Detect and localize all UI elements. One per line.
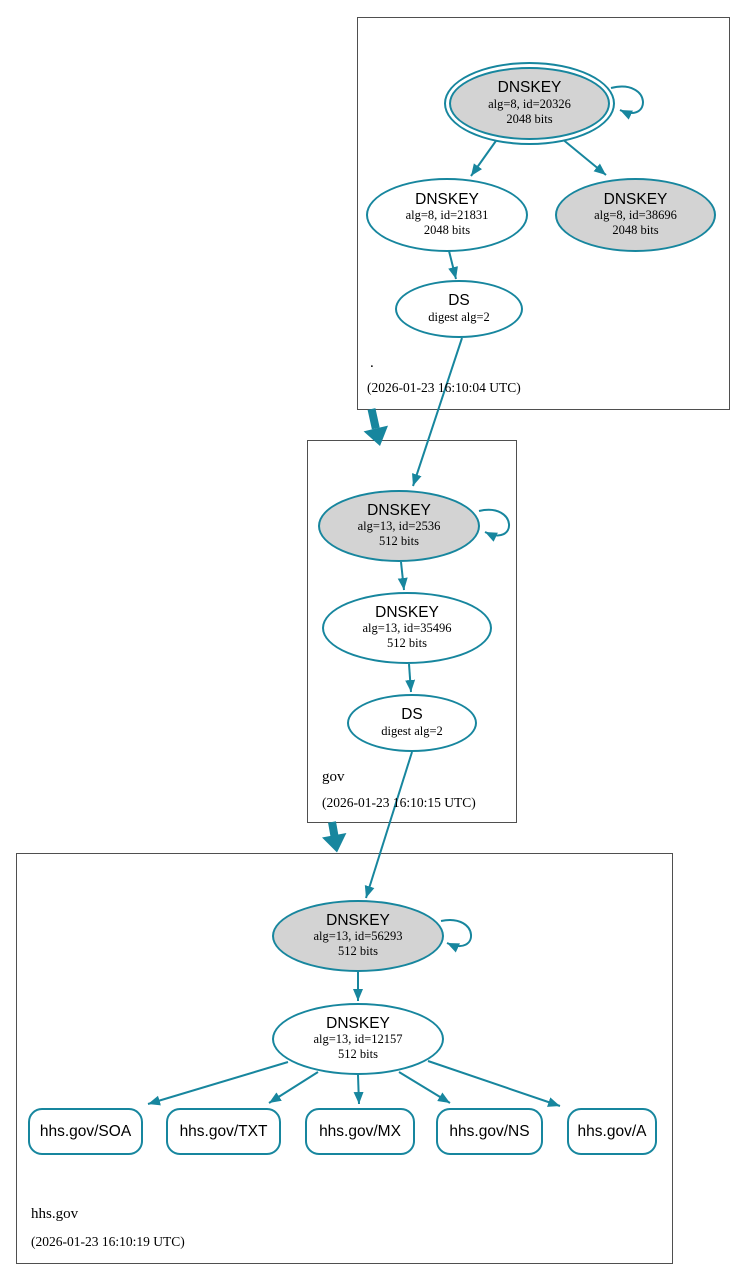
node-size: 2048 bits xyxy=(423,223,471,238)
dnskey-node-gov-zsk: DNSKEY alg=13, id=35496 512 bits xyxy=(322,592,492,664)
node-detail: digest alg=2 xyxy=(381,723,443,738)
node-title: DNSKEY xyxy=(326,1014,390,1032)
node-title: DS xyxy=(448,292,470,310)
zone-label-root: . xyxy=(370,355,374,371)
rrset-node-hhs-gov-soa: hhs.gov/SOA xyxy=(28,1108,143,1155)
zone-timestamp-hhs-gov: (2026-01-23 16:10:19 UTC) xyxy=(31,1234,185,1249)
ds-node-root: DS digest alg=2 xyxy=(395,280,523,338)
zone-label-gov: gov xyxy=(322,769,345,785)
node-title: DNSKEY xyxy=(326,911,390,929)
rrset-node-hhs-gov-txt: hhs.gov/TXT xyxy=(166,1108,281,1155)
node-size: 512 bits xyxy=(387,636,427,651)
delegation-arrow-gov-to-hhs xyxy=(322,821,347,853)
dnskey-node-root-zsk: DNSKEY alg=8, id=21831 2048 bits xyxy=(366,178,528,252)
node-size: 512 bits xyxy=(379,534,419,549)
zone-timestamp-gov: (2026-01-23 16:10:15 UTC) xyxy=(322,795,476,810)
node-detail: alg=13, id=56293 xyxy=(313,929,403,944)
node-size: 2048 bits xyxy=(506,111,553,126)
rrset-node-hhs-gov-ns: hhs.gov/NS xyxy=(436,1108,543,1155)
node-title: DNSKEY xyxy=(603,190,668,208)
ds-node-gov: DS digest alg=2 xyxy=(347,694,477,752)
node-title: DNSKEY xyxy=(497,79,562,97)
zone-label-hhs-gov: hhs.gov xyxy=(31,1206,79,1222)
node-title: DNSKEY xyxy=(415,190,479,208)
dnskey-node-hhs-zsk: DNSKEY alg=13, id=12157 512 bits xyxy=(272,1003,444,1075)
node-detail: alg=13, id=2536 xyxy=(357,519,441,534)
zone-box-hhs-gov xyxy=(16,853,673,1264)
rrset-node-hhs-gov-mx: hhs.gov/MX xyxy=(305,1108,415,1155)
dnskey-node-root-key38696: DNSKEY alg=8, id=38696 2048 bits xyxy=(555,178,716,252)
dnskey-node-root-ksk-inner: DNSKEY alg=8, id=20326 2048 bits xyxy=(449,67,610,140)
node-title: DNSKEY xyxy=(367,501,431,519)
zone-box-root xyxy=(357,17,730,410)
dnskey-node-hhs-ksk: DNSKEY alg=13, id=56293 512 bits xyxy=(272,900,444,972)
zone-timestamp-root: (2026-01-23 16:10:04 UTC) xyxy=(367,380,521,395)
dnskey-node-gov-ksk: DNSKEY alg=13, id=2536 512 bits xyxy=(318,490,480,562)
rrset-node-hhs-gov-a: hhs.gov/A xyxy=(567,1108,657,1155)
node-detail: alg=13, id=35496 xyxy=(362,621,452,636)
node-detail: alg=8, id=38696 xyxy=(594,208,677,223)
node-detail: alg=8, id=20326 xyxy=(488,96,571,111)
node-detail: digest alg=2 xyxy=(428,309,490,324)
node-size: 512 bits xyxy=(338,944,378,959)
node-title: DS xyxy=(401,706,423,724)
node-detail: alg=13, id=12157 xyxy=(313,1032,403,1047)
node-title: DNSKEY xyxy=(375,603,439,621)
node-detail: alg=8, id=21831 xyxy=(405,208,489,223)
node-size: 2048 bits xyxy=(612,223,659,238)
dnskey-node-root-ksk: DNSKEY alg=8, id=20326 2048 bits xyxy=(444,62,615,145)
node-size: 512 bits xyxy=(338,1047,378,1062)
